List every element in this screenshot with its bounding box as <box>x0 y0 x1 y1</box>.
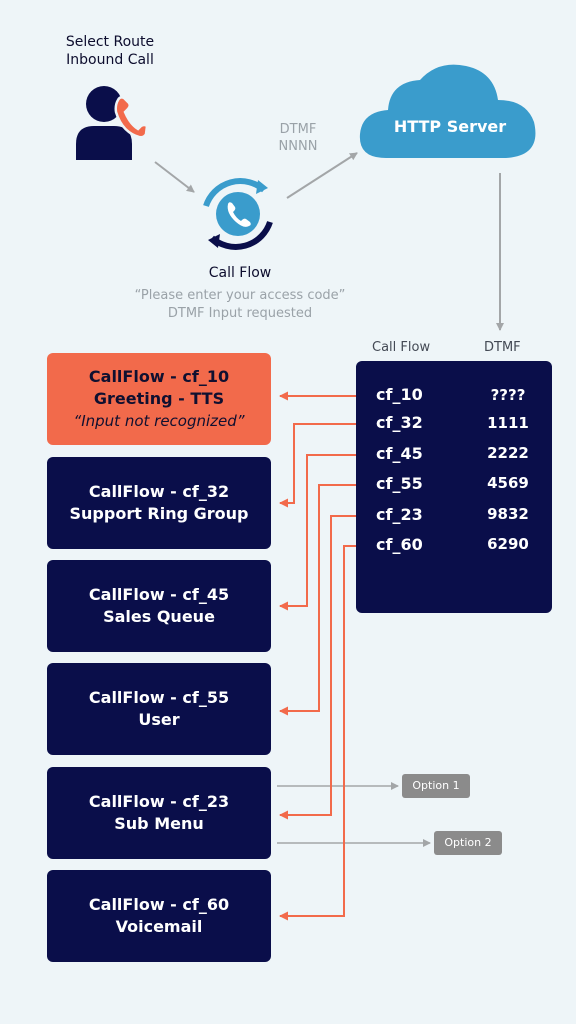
table-row-6-dtmf: 6290 <box>487 535 529 553</box>
dtmf-mapping-table: cf_10 ???? cf_32 1111 cf_45 2222 cf_55 4… <box>356 361 552 613</box>
dtmf-label-line2: NNNN <box>278 139 318 154</box>
callflow-box-title: CallFlow - cf_60 <box>88 895 230 914</box>
table-row-2-dtmf: 1111 <box>487 414 529 432</box>
route-cf55 <box>279 484 372 716</box>
caller-label: Select Route Inbound Call <box>40 33 180 69</box>
caller-label-line2: Inbound Call <box>66 52 154 68</box>
table-header-dtmf: DTMF <box>484 340 521 355</box>
table-row-1-dtmf: ???? <box>490 386 526 404</box>
dtmf-nnnn-label: DTMF NNNN <box>268 121 328 155</box>
table-row-1-cf: cf_10 <box>376 385 423 404</box>
http-server-cloud-icon <box>359 64 536 158</box>
table-header-call-flow: Call Flow <box>372 340 431 355</box>
caller-label-line1: Select Route <box>65 34 155 50</box>
call-flow-title: Call Flow <box>208 265 272 281</box>
callflow-box-subtitle: Voicemail <box>115 917 203 936</box>
callflow-box-title: CallFlow - cf_55 <box>88 688 230 707</box>
table-row-2-cf: cf_32 <box>376 413 423 432</box>
option-2-badge: Option 2 <box>434 831 502 855</box>
call-flow-subprompt: DTMF Input requested <box>167 306 313 321</box>
callflow-box-note: “Input not recognized” <box>73 412 245 430</box>
dtmf-label-line1: DTMF <box>279 122 317 137</box>
http-server-label: HTTP Server <box>393 117 507 136</box>
arrow-caller-to-callflow <box>154 161 195 193</box>
table-row-5-dtmf: 9832 <box>487 505 529 523</box>
route-cf23 <box>279 515 372 820</box>
callflow-box-title: CallFlow - cf_23 <box>88 792 230 811</box>
callflow-box-subtitle: Support Ring Group <box>69 504 249 523</box>
table-row-3-cf: cf_45 <box>376 444 423 463</box>
callflow-box-cf60: CallFlow - cf_60 Voicemail <box>47 870 271 962</box>
table-row-4-cf: cf_55 <box>376 474 423 493</box>
callflow-box-title: CallFlow - cf_32 <box>88 482 230 501</box>
callflow-box-title: CallFlow - cf_45 <box>88 585 230 604</box>
callflow-box-subtitle: User <box>138 710 180 729</box>
option-1-badge: Option 1 <box>402 774 470 798</box>
table-row-6-cf: cf_60 <box>376 535 423 554</box>
callflow-box-subtitle: Sub Menu <box>114 814 204 833</box>
call-flow-prompt: “Please enter your access code” <box>134 288 346 303</box>
callflow-box-cf45: CallFlow - cf_45 Sales Queue <box>47 560 271 652</box>
table-row-3-dtmf: 2222 <box>487 444 529 462</box>
callflow-box-cf32: CallFlow - cf_32 Support Ring Group <box>47 457 271 549</box>
arrow-callflow-to-server <box>286 152 358 199</box>
call-flow-phone-icon <box>203 178 273 250</box>
route-cf32 <box>279 423 372 508</box>
callflow-box-subtitle: Greeting - TTS <box>93 389 225 408</box>
route-cf45 <box>279 454 372 611</box>
callflow-box-cf55: CallFlow - cf_55 User <box>47 663 271 755</box>
callflow-box-subtitle: Sales Queue <box>103 607 215 626</box>
caller-person-icon <box>76 86 146 160</box>
callflow-box-title: CallFlow - cf_10 <box>88 367 230 386</box>
callflow-box-cf23: CallFlow - cf_23 Sub Menu <box>47 767 271 859</box>
table-row-4-dtmf: 4569 <box>487 474 529 492</box>
table-row-5-cf: cf_23 <box>376 505 423 524</box>
callflow-box-cf10: CallFlow - cf_10 Greeting - TTS “Input n… <box>47 353 271 445</box>
